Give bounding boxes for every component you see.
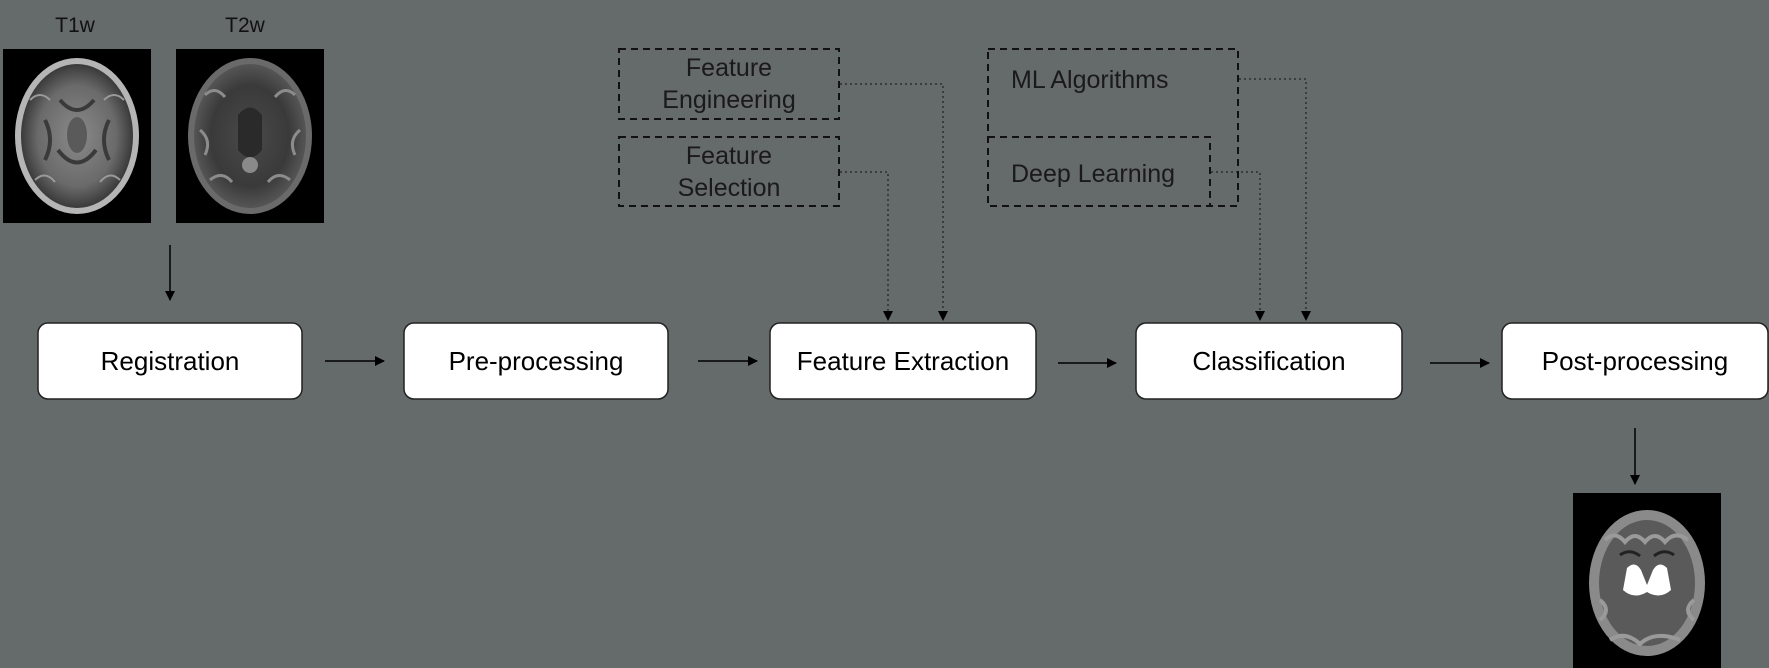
classification-label: Classification [1192, 346, 1345, 376]
ml-algorithms-label: ML Algorithms [1011, 66, 1168, 94]
feature-engineering-box: Feature Engineering [618, 48, 840, 120]
ml-connector [1239, 78, 1311, 321]
engineering-connector [840, 83, 948, 321]
feature-engineering-line1: Feature [686, 54, 772, 82]
selection-connector [840, 171, 893, 321]
classification-box: Classification [1135, 322, 1403, 400]
postprocessing-box: Post-processing [1501, 322, 1769, 400]
registration-box: Registration [37, 322, 303, 400]
registration-label: Registration [101, 346, 240, 376]
feature-engineering-line2: Engineering [662, 86, 795, 114]
t1w-image [3, 49, 151, 223]
postprocessing-label: Post-processing [1542, 346, 1728, 376]
segmentation-output-image [1573, 493, 1721, 668]
feature-extraction-label: Feature Extraction [797, 346, 1009, 376]
t2w-image [176, 49, 324, 223]
preprocessing-box: Pre-processing [403, 322, 669, 400]
feature-selection-line2: Selection [678, 174, 781, 202]
feature-selection-box: Feature Selection [618, 136, 840, 207]
t1w-label: T1w [55, 14, 96, 37]
feature-selection-line1: Feature [686, 142, 772, 170]
t2w-label: T2w [225, 14, 266, 37]
deep-learning-box: Deep Learning [987, 136, 1211, 207]
deep-learning-label: Deep Learning [1011, 160, 1175, 188]
dl-connector [1211, 171, 1265, 321]
preprocessing-label: Pre-processing [449, 346, 624, 376]
feature-extraction-box: Feature Extraction [769, 322, 1037, 400]
